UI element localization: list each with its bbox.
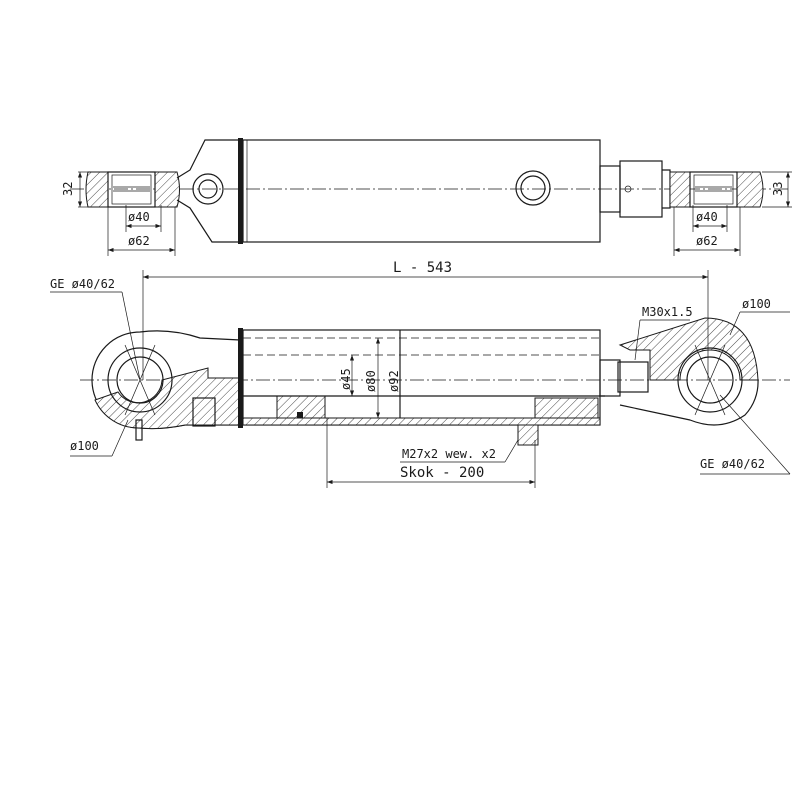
rod-eye-section xyxy=(618,317,759,381)
left-bearing-inner xyxy=(116,356,164,404)
port-boss xyxy=(517,424,539,446)
rod-diameter-label: ø45 xyxy=(339,368,353,390)
rear-port-plug xyxy=(192,397,216,427)
left-eye-top xyxy=(85,171,180,208)
left-bearing-label: GE ø40/62 xyxy=(50,277,115,291)
set-screw-icon xyxy=(624,185,632,193)
left-eye-diameter-label: ø100 xyxy=(70,439,99,453)
port-inner xyxy=(520,175,546,201)
piston-seal xyxy=(297,412,303,418)
port-outer xyxy=(515,170,551,206)
right-outer-label: ø62 xyxy=(696,234,718,248)
port-thread-label: M27x2 wew. x2 xyxy=(402,447,496,461)
right-eye-diameter-label: ø100 xyxy=(742,297,771,311)
barrel-wall-section xyxy=(242,417,601,426)
top-view: 32 ø40 ø62 33 ø40 ø62 xyxy=(61,138,792,256)
weld-bead xyxy=(238,138,243,244)
right-eye-top xyxy=(669,171,764,208)
section-view: L - 543 GE ø40/62 ø100 M30x1.5 ø100 ø45 … xyxy=(50,260,791,488)
tube-diameter-label: ø92 xyxy=(387,370,401,392)
stroke-label: Skok - 200 xyxy=(400,465,484,481)
barrel-top xyxy=(242,139,601,243)
left-eye-width-label: 32 xyxy=(61,182,75,196)
left-bearing-outer xyxy=(107,347,173,413)
rear-clevis-top xyxy=(176,139,241,243)
right-bearing-inner xyxy=(686,356,734,404)
left-bore-label: ø40 xyxy=(128,210,150,224)
rod-section xyxy=(599,359,621,397)
rod-eye-outline xyxy=(619,379,759,426)
rod-thread-section xyxy=(617,361,649,393)
left-outer-label: ø62 xyxy=(128,234,150,248)
grease-fitting-outer xyxy=(192,173,224,205)
right-bearing-label: GE ø40/62 xyxy=(700,457,765,471)
right-bore-label: ø40 xyxy=(696,210,718,224)
bore-diameter-label: ø80 xyxy=(364,370,378,392)
gland-section xyxy=(534,397,599,419)
overall-length-label: L - 543 xyxy=(393,260,452,276)
rod-thread-label: M30x1.5 xyxy=(642,305,693,319)
right-eye-width-label: 33 xyxy=(771,182,785,196)
grease-fitting-inner xyxy=(198,179,218,199)
rod-end-top xyxy=(619,160,663,218)
grease-nipple xyxy=(135,419,143,441)
right-bearing-outer xyxy=(677,347,743,413)
